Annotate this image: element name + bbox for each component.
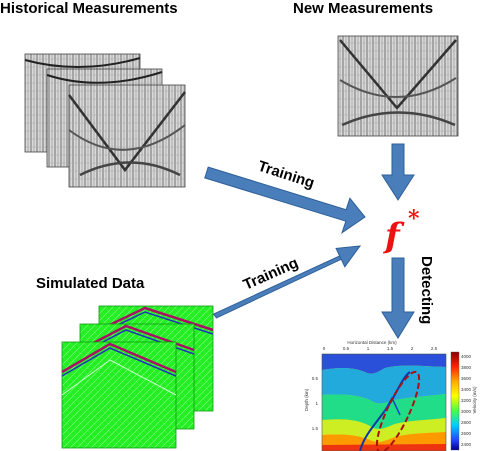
velocity-y-tick-labels: 0.5 1 1.5 [312, 376, 319, 431]
simulated-data-stack [61, 305, 214, 449]
historical-measurements-label: Historical Measurements [0, 0, 178, 17]
fault-highlight-ellipse [375, 370, 421, 451]
historical-seismic-stack [24, 53, 186, 188]
model-f-star: f * [383, 206, 420, 256]
velocity-x-tick-labels: 0 0.5 1 1.5 2 2.5 [323, 346, 438, 351]
velocity-x-tick: 0 [323, 346, 326, 351]
colorbar-tick: 3800 [461, 365, 472, 370]
velocity-x-tick: 2 [411, 346, 414, 351]
model-superscript: * [408, 206, 420, 232]
velocity-x-tick: 1 [367, 346, 370, 351]
detecting-label: Detecting [418, 256, 435, 324]
new-measurements-label: New Measurements [293, 0, 434, 17]
velocity-x-tick: 0.5 [343, 346, 350, 351]
new-measurements-seismic-panel [337, 35, 459, 137]
colorbar-tick: 2600 [461, 431, 472, 436]
model-symbol: f [383, 216, 405, 256]
colorbar-tick: 2400 [461, 442, 472, 447]
velocity-model-panel: Horizontal Distance (km) 0 0.5 1 1.5 2 2… [304, 340, 477, 451]
training-arrow-historical [204, 166, 366, 234]
seismic-panel-front [67, 84, 186, 188]
velocity-x-tick: 2.5 [431, 346, 438, 351]
velocity-colorbar-tick-labels: 4000 3800 3600 3400 3200 3000 2800 2600 … [461, 354, 472, 447]
velocity-y-axis-title: Depth (km) [304, 388, 309, 411]
new-measurements-arrow [381, 143, 415, 201]
velocity-y-tick: 1 [315, 401, 318, 406]
velocity-x-axis-title: Horizontal Distance (km) [347, 340, 397, 345]
velocity-colorbar [450, 351, 460, 451]
colorbar-tick: 3400 [461, 387, 472, 392]
colorbar-tick: 3600 [461, 376, 472, 381]
velocity-y-tick: 1.5 [312, 426, 319, 431]
colorbar-tick: 3000 [461, 409, 472, 414]
velocity-layers [321, 353, 447, 451]
detecting-arrow [381, 257, 415, 339]
training-arrow-simulated [212, 245, 362, 319]
colorbar-tick: 4000 [461, 354, 472, 359]
velocity-x-tick: 1.5 [387, 346, 394, 351]
velocity-y-tick: 0.5 [312, 376, 319, 381]
velocity-colorbar-title: Velocity (m/s) [472, 386, 477, 414]
simulated-data-label: Simulated Data [36, 275, 145, 292]
colorbar-tick: 2800 [461, 420, 472, 425]
colorbar-tick: 3200 [461, 398, 472, 403]
simulated-panel-front [61, 341, 177, 449]
